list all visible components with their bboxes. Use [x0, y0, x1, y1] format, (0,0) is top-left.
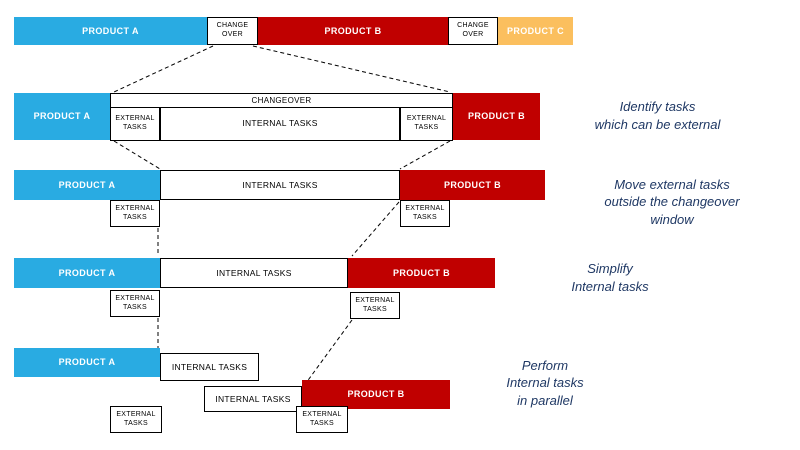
- move-external-tasks-right-box: EXTERNAL TASKS: [400, 200, 450, 227]
- parallel-internal-tasks-box-1: INTERNAL TASKS: [160, 353, 259, 381]
- simplify-product-b-bar: PRODUCT B: [348, 258, 495, 288]
- timeline-product-a-bar: PRODUCT A: [14, 17, 207, 45]
- simplify-internal-tasks-box: INTERNAL TASKS: [160, 258, 348, 288]
- identify-product-b-bar: PRODUCT B: [453, 93, 540, 140]
- simplify-external-tasks-left-box: EXTERNAL TASKS: [110, 290, 160, 317]
- timeline-product-b-bar: PRODUCT B: [258, 17, 448, 45]
- move-annotation: Move external tasks outside the changeov…: [604, 176, 740, 227]
- connector-dashed-line: [113, 140, 161, 170]
- move-external-tasks-left-box: EXTERNAL TASKS: [110, 200, 160, 227]
- parallel-internal-tasks-box-2: INTERNAL TASKS: [204, 386, 302, 412]
- simplify-external-tasks-right-box: EXTERNAL TASKS: [350, 292, 400, 319]
- parallel-annotation: Perform Internal tasks in parallel: [506, 357, 584, 408]
- simplify-annotation: Simplify Internal tasks: [571, 261, 649, 294]
- identify-internal-tasks-box: INTERNAL TASKS: [160, 106, 400, 141]
- connector-dashed-line: [305, 319, 353, 384]
- parallel-product-a-bar: PRODUCT A: [14, 348, 160, 377]
- identify-external-tasks-right-box: EXTERNAL TASKS: [400, 106, 453, 141]
- parallel-product-b-bar: PRODUCT B: [302, 380, 450, 409]
- move-internal-tasks-box: INTERNAL TASKS: [160, 170, 400, 200]
- move-product-a-bar: PRODUCT A: [14, 170, 160, 200]
- parallel-external-tasks-left-box: EXTERNAL TASKS: [110, 406, 162, 433]
- parallel-external-tasks-right-box: EXTERNAL TASKS: [296, 406, 348, 433]
- connector-dashed-line: [113, 45, 214, 93]
- identify-external-tasks-left-box: EXTERNAL TASKS: [110, 106, 160, 141]
- identify-annotation: Identify tasks which can be external: [594, 99, 721, 132]
- move-product-b-bar: PRODUCT B: [400, 170, 545, 200]
- identify-product-a-bar: PRODUCT A: [14, 93, 110, 140]
- timeline-product-c-bar: PRODUCT C: [498, 17, 573, 45]
- timeline-changeover-box-right: CHANGE OVER: [448, 17, 498, 45]
- connector-dashed-line: [252, 45, 451, 93]
- timeline-changeover-box-left: CHANGE OVER: [207, 17, 258, 45]
- connector-dashed-line: [351, 201, 400, 257]
- connector-dashed-line: [399, 140, 451, 170]
- simplify-product-a-bar: PRODUCT A: [14, 258, 160, 288]
